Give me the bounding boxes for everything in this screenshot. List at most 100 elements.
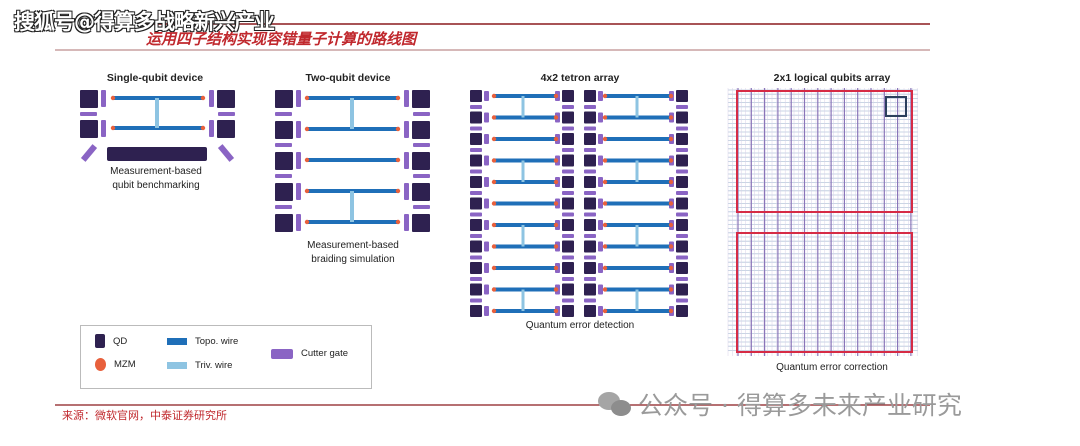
mzm: [668, 179, 674, 185]
quantum-dot: [676, 283, 688, 296]
legend-label: Triv. wire: [195, 360, 233, 371]
quantum-dot: [562, 305, 574, 317]
cutter-gate: [470, 298, 482, 303]
cutter-gate: [296, 121, 301, 138]
cutter-gate: [584, 105, 596, 109]
mzm: [491, 136, 497, 142]
quantum-dot: [562, 111, 574, 124]
quantum-dot: [584, 133, 596, 145]
cutter-gate: [209, 120, 214, 137]
quantum-dot: [584, 219, 596, 231]
cutter-gate: [404, 214, 409, 231]
quantum-dot: [676, 219, 688, 231]
mzm: [668, 136, 674, 142]
cutter-gate: [562, 105, 574, 109]
legend-item-mzm: MZM: [95, 358, 136, 371]
cutter-gate: [413, 205, 430, 209]
mzm: [602, 93, 608, 99]
quantum-dot: [217, 90, 235, 108]
mzm: [668, 115, 674, 120]
quantum-dot: [676, 262, 688, 274]
cutter-gate: [484, 112, 489, 123]
mzm: [553, 179, 559, 185]
cutter-gate: [470, 234, 482, 238]
cutter-gate: [484, 220, 489, 230]
mzm: [602, 222, 608, 228]
cutter-gate: [584, 255, 596, 260]
legend-item-cutter-gate: Cutter gate: [271, 348, 348, 359]
panel-caption-logical: Quantum error correction: [776, 362, 888, 373]
cutter-gate: [676, 191, 688, 195]
quantum-dot: [584, 90, 596, 102]
quantum-dot: [562, 133, 574, 145]
legend-label: QD: [113, 335, 128, 347]
legend-item-topo-wire: Topo. wire: [167, 336, 238, 347]
quantum-dot: [80, 90, 98, 108]
quantum-dot: [412, 121, 430, 139]
mzm: [602, 158, 608, 163]
cutter-gate: [598, 155, 603, 166]
mzm: [602, 115, 608, 120]
cutter-gate: [217, 144, 235, 162]
cutter-gate: [484, 306, 489, 316]
mzm: [304, 188, 310, 194]
cutter-gate: [484, 177, 489, 187]
cutter-gate: [598, 112, 603, 123]
cutter-gate: [470, 277, 482, 281]
mzm: [491, 265, 497, 271]
cutter-gate: [676, 105, 688, 109]
mzm: [304, 95, 310, 101]
cutter-gate: [584, 234, 596, 238]
cutter-gate: [275, 205, 292, 209]
mzm: [553, 244, 559, 249]
qd-swatch-icon: [95, 334, 105, 348]
mzm: [491, 222, 497, 228]
mzm: [602, 136, 608, 142]
legend-label: Topo. wire: [195, 336, 239, 347]
watermark-bottom-text: 公众号 · 得算多未来产业研究: [638, 391, 962, 420]
quantum-dot: [470, 240, 482, 253]
quantum-dot: [412, 214, 430, 232]
mzm: [553, 287, 559, 292]
cutter-gate: [470, 255, 482, 260]
panel-heading-two-qubit: Two-qubit device: [305, 72, 391, 84]
mzm: [602, 201, 608, 206]
mzm: [304, 126, 310, 132]
mzm: [491, 201, 497, 206]
mzm: [110, 95, 116, 101]
cutter-gate: [484, 134, 489, 144]
mzm: [668, 93, 674, 99]
mzm: [395, 126, 401, 132]
quantum-dot: [584, 262, 596, 274]
cutter-gate: [562, 169, 574, 174]
legend: QD MZM Topo. wire Triv. wire Cutter gate: [80, 325, 372, 389]
quantum-dot: [584, 154, 596, 167]
cutter-gate: [101, 90, 106, 107]
cutter-gate: [584, 191, 596, 195]
quantum-dot: [676, 240, 688, 253]
legend-label: Cutter gate: [301, 348, 348, 359]
quantum-dot: [562, 262, 574, 274]
quantum-dot: [275, 152, 293, 170]
mzm: [553, 136, 559, 142]
mzm: [395, 157, 401, 163]
measurement-bar: [107, 147, 207, 161]
cutter-gate: [562, 212, 574, 217]
mzm: [553, 158, 559, 163]
quantum-dot: [275, 214, 293, 232]
quantum-dot: [470, 283, 482, 296]
cutter-gate: [676, 277, 688, 281]
cutter-gate: [413, 112, 430, 116]
quantum-dot: [275, 121, 293, 139]
cutter-gate: [584, 277, 596, 281]
cutter-gate: [404, 90, 409, 107]
mzm: [491, 287, 497, 292]
mzm: [200, 95, 206, 101]
quantum-dot: [217, 120, 235, 138]
cutter-gate: [562, 191, 574, 195]
cutter-gate: [484, 241, 489, 252]
mzm-swatch-icon: [95, 358, 106, 371]
wechat-icon: [598, 390, 632, 418]
cutter-gate: [484, 263, 489, 273]
mzm: [395, 188, 401, 194]
